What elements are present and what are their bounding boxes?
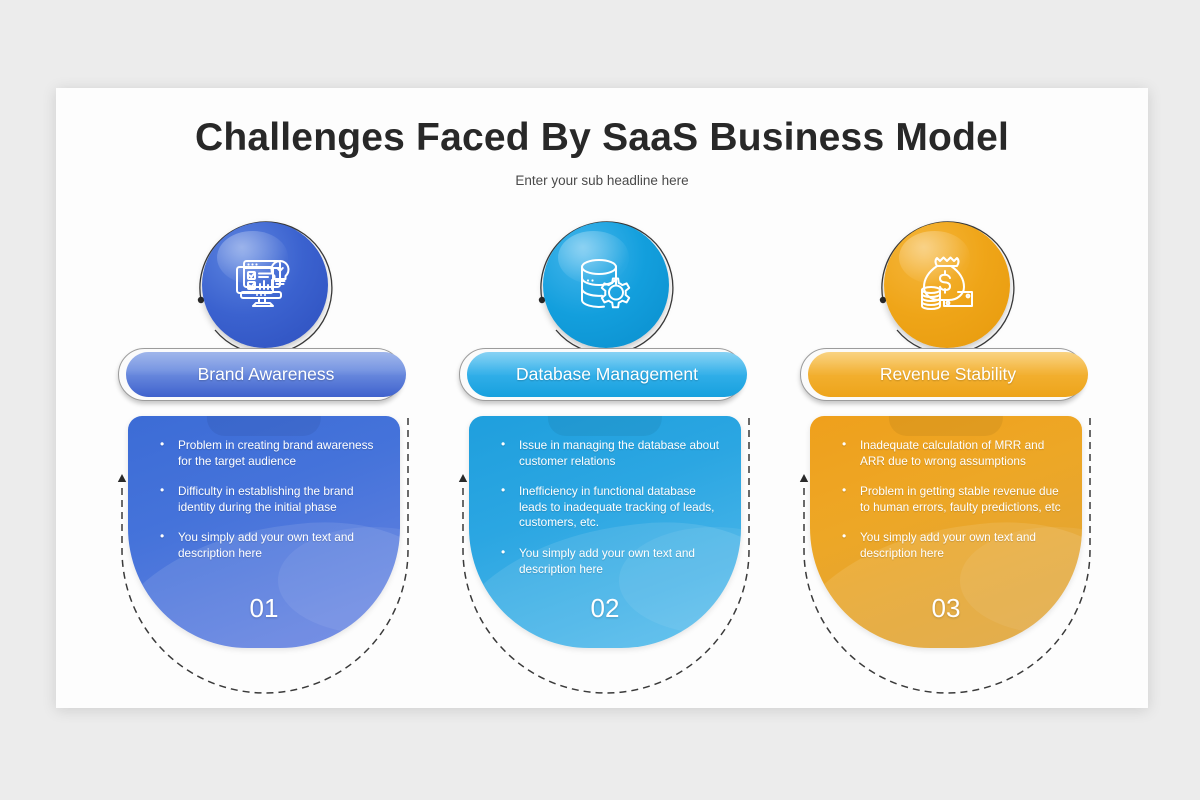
list-item: Inadequate calculation of MRR and ARR du…	[840, 437, 1066, 469]
panel-wrap-3: Inadequate calculation of MRR and ARR du…	[792, 410, 1102, 694]
monitor-analytics-lightbulb-icon	[236, 259, 290, 307]
panel-number-3: 03	[931, 593, 961, 623]
bullet-list-3: Inadequate calculation of MRR and ARR du…	[840, 437, 1066, 562]
column-heading-1: Brand Awareness	[197, 364, 335, 384]
list-item: Difficulty in establishing the brand ide…	[158, 483, 384, 515]
column-database-management: Database Management Issue in managing th…	[451, 218, 761, 694]
panel-2: Issue in managing the database about cus…	[469, 416, 741, 648]
list-item: You simply add your own text and descrip…	[158, 529, 384, 561]
panel-toptab-2	[547, 416, 663, 436]
page-title: Challenges Faced By SaaS Business Model	[194, 116, 1010, 159]
title-pill-wrap-2: Database Management	[459, 348, 747, 404]
column-revenue-stability: Revenue Stability Inadequate calculation…	[792, 218, 1102, 694]
panel-3: Inadequate calculation of MRR and ARR du…	[810, 416, 1082, 648]
column-brand-awareness: Brand Awareness Problem in creating bran…	[110, 218, 420, 694]
panel-1: Problem in creating brand awareness for …	[128, 416, 400, 648]
panel-number-2: 02	[590, 593, 620, 623]
icon-circle-wrap-1	[110, 218, 420, 355]
bullet-list-1: Problem in creating brand awareness for …	[158, 437, 384, 562]
title-pill-2[interactable]: Database Management	[467, 352, 747, 397]
panel-wrap-1: Problem in creating brand awareness for …	[110, 410, 420, 694]
dashed-panel-outline-2	[458, 418, 750, 694]
icon-circle-2	[543, 222, 669, 348]
panel-toptab-1	[206, 416, 322, 436]
panel-number-1: 01	[249, 593, 279, 623]
title-pill-wrap-3: Revenue Stability	[800, 348, 1088, 404]
icon-circle-wrap-3	[792, 218, 1102, 355]
panel-wrap-2: Issue in managing the database about cus…	[451, 410, 761, 694]
column-heading-3: Revenue Stability	[879, 364, 1017, 384]
dashed-panel-outline-1	[117, 418, 409, 694]
title-pill-3[interactable]: Revenue Stability	[808, 352, 1088, 397]
money-bag-coins-icon	[921, 256, 973, 310]
list-item: Inefficiency in functional database lead…	[499, 483, 725, 531]
list-item: Problem in creating brand awareness for …	[158, 437, 384, 469]
dashed-panel-outline-3	[799, 418, 1091, 694]
column-heading-2: Database Management	[516, 364, 698, 384]
slide-card: Challenges Faced By SaaS Business Model …	[56, 88, 1148, 708]
database-gear-icon	[581, 259, 631, 309]
bullet-list-2: Issue in managing the database about cus…	[499, 437, 725, 577]
page-subtitle: Enter your sub headline here	[515, 173, 689, 188]
icon-circle-1	[202, 222, 328, 348]
columns-container: Brand Awareness Problem in creating bran…	[56, 88, 1148, 708]
icon-circle-wrap-2	[451, 218, 761, 355]
panel-toptab-3	[888, 416, 1004, 436]
title-pill-wrap-1: Brand Awareness	[118, 348, 406, 404]
title-pill-1[interactable]: Brand Awareness	[126, 352, 406, 397]
list-item: You simply add your own text and descrip…	[840, 529, 1066, 561]
list-item: You simply add your own text and descrip…	[499, 545, 725, 577]
icon-circle-3	[884, 222, 1010, 348]
list-item: Issue in managing the database about cus…	[499, 437, 725, 469]
list-item: Problem in getting stable revenue due to…	[840, 483, 1066, 515]
